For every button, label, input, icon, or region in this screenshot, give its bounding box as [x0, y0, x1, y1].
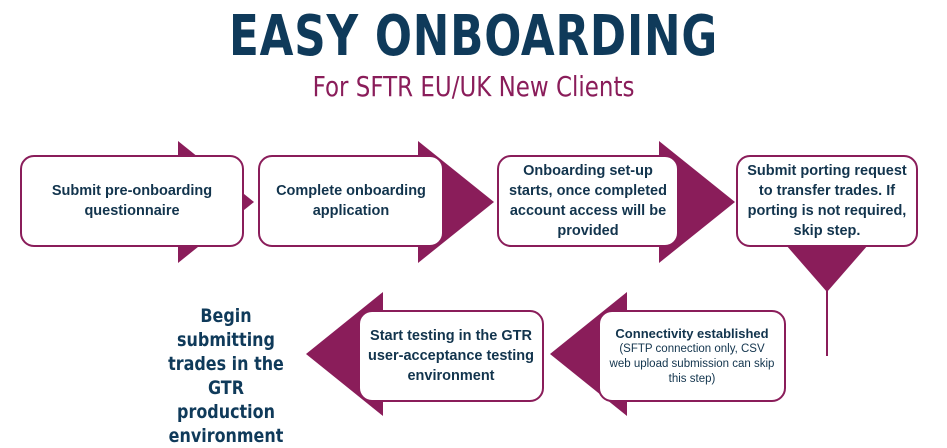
- step-1-label: Submit pre-onboarding questionnaire: [51, 183, 213, 219]
- step-5-label: Connectivity established: [615, 326, 769, 341]
- step-4-box: Submit porting request to transfer trade…: [736, 155, 918, 247]
- connector-line: [826, 290, 828, 356]
- arrow-step4-down: [786, 245, 868, 292]
- step-1-box: Submit pre-onboarding questionnaire: [20, 155, 244, 247]
- final-step-label: Begin submitting trades in the GTR produ…: [168, 305, 284, 447]
- page-title: EASY ONBOARDING: [229, 4, 718, 69]
- step-6-label: Start testing in the GTR user-acceptance…: [368, 328, 535, 384]
- step-3-box: Onboarding set-up starts, once completed…: [497, 155, 679, 247]
- page-subtitle: For SFTR EU/UK New Clients: [312, 70, 635, 103]
- step-2-label: Complete onboarding application: [276, 183, 426, 219]
- step-6-box: Start testing in the GTR user-acceptance…: [358, 310, 544, 402]
- step-5-box: Connectivity established (SFTP connectio…: [598, 310, 786, 402]
- step-5-note: (SFTP connection only, CSV web upload su…: [609, 343, 775, 385]
- step-4-label: Submit porting request to transfer trade…: [747, 163, 907, 239]
- step-2-box: Complete onboarding application: [258, 155, 444, 247]
- step-3-label: Onboarding set-up starts, once completed…: [509, 163, 667, 239]
